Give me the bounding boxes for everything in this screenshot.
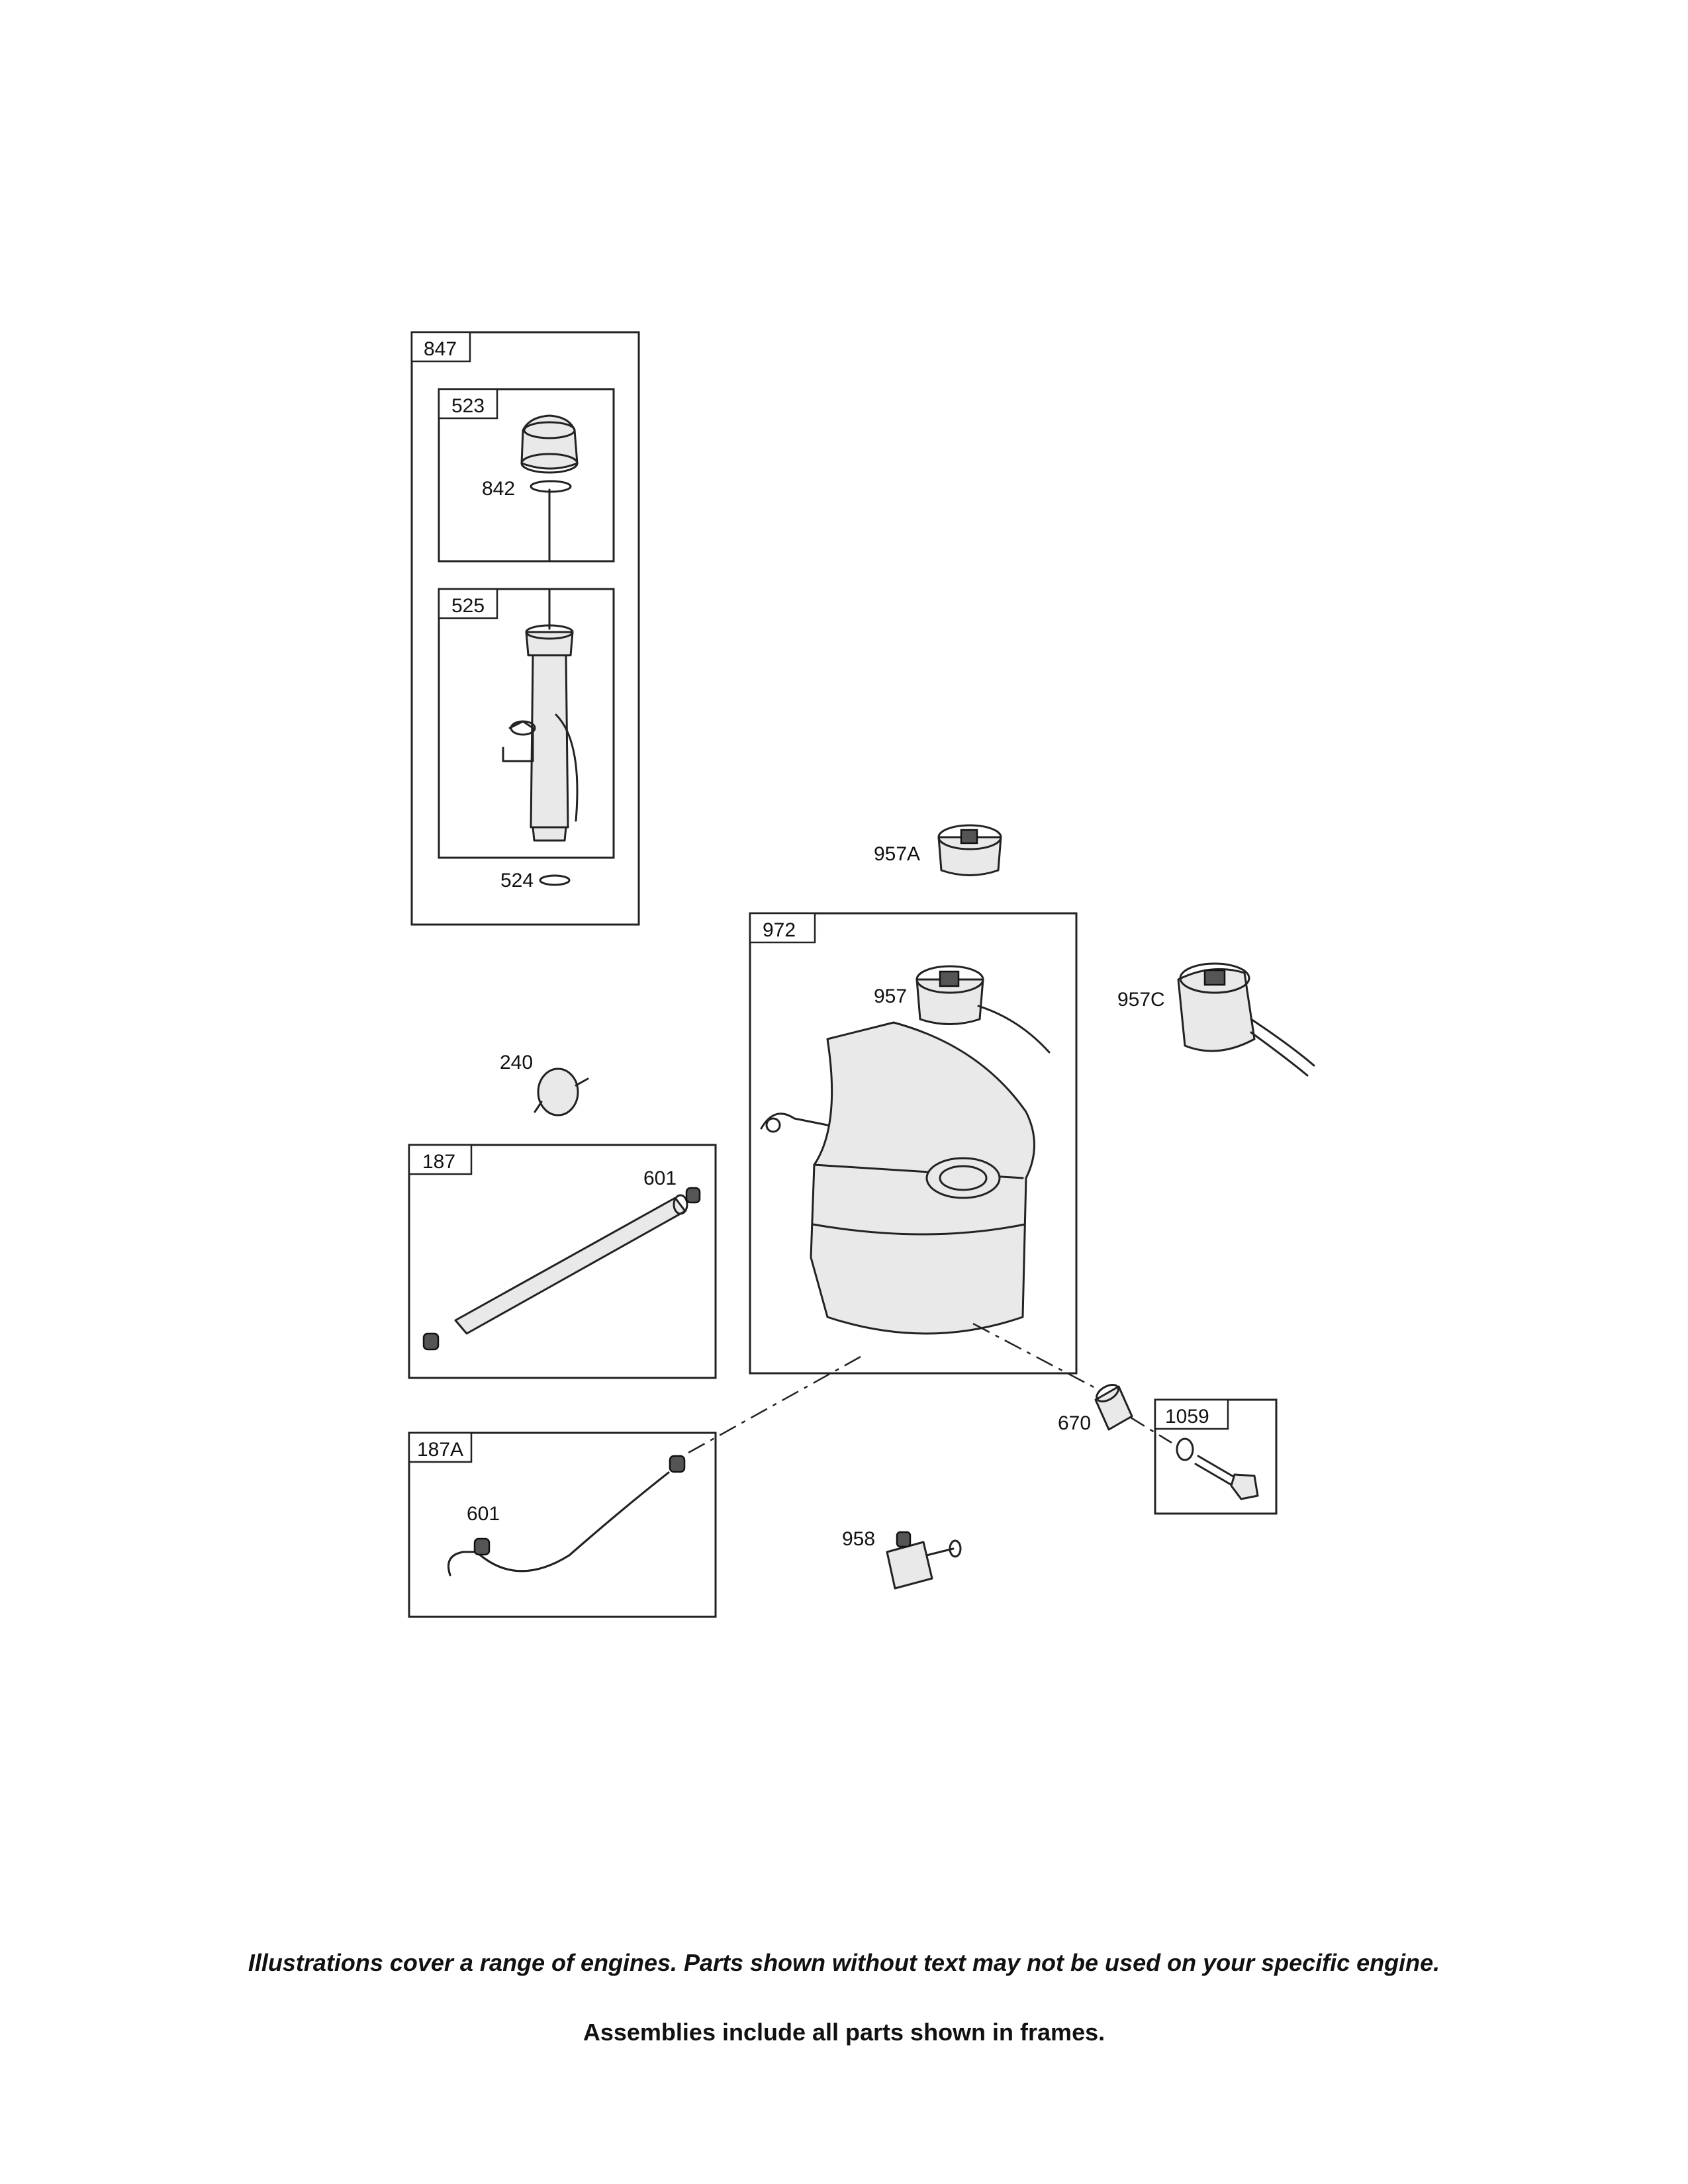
callout-957a: 957A	[874, 843, 920, 865]
frame-525: 525	[438, 588, 615, 859]
leader-line-spacer	[972, 1322, 1100, 1391]
frame-847: 847	[410, 331, 640, 926]
leader-line-bolt	[1128, 1415, 1172, 1444]
dipstick-cap-part	[520, 414, 579, 563]
frame-187a-label: 187A	[417, 1439, 463, 1461]
callout-957c: 957C	[1117, 989, 1165, 1011]
fuel-filter-240-part	[534, 1068, 589, 1116]
frame-523: 523	[438, 388, 615, 563]
note-assemblies-frames: Assemblies include all parts shown in fr…	[583, 2019, 1105, 2046]
callout-601-lower: 601	[467, 1503, 500, 1525]
callout-524: 524	[500, 870, 534, 891]
bolt-1059-part	[1176, 1437, 1259, 1500]
callout-670: 670	[1058, 1412, 1091, 1434]
callout-240: 240	[500, 1052, 533, 1073]
frame-187a: 187A	[408, 1432, 717, 1618]
note-illustrations-range: Illustrations cover a range of engines. …	[248, 1949, 1440, 1976]
leader-line-fuel-line	[688, 1355, 861, 1454]
frame-1059-label: 1059	[1165, 1406, 1209, 1428]
frame-972: 972	[749, 912, 1078, 1375]
frame-1059: 1059	[1154, 1398, 1278, 1515]
fuel-cap-957a-part	[937, 824, 1002, 876]
frame-847-label: 847	[424, 338, 457, 360]
callout-957: 957	[874, 985, 907, 1007]
spacer-670-part	[1094, 1384, 1133, 1431]
fuel-cap-957c-part	[1177, 962, 1315, 1077]
frame-972-label: 972	[763, 919, 796, 941]
dipstick-tube-part	[502, 588, 579, 842]
frame-525-label: 525	[451, 595, 485, 617]
callout-601-upper: 601	[643, 1167, 677, 1189]
fuel-cap-957-part	[915, 965, 1051, 1054]
fuel-line-187-part	[422, 1187, 701, 1351]
o-ring-part	[539, 874, 571, 886]
frame-187: 187	[408, 1144, 717, 1379]
frame-523-label: 523	[451, 395, 485, 417]
fuel-line-187a-part	[447, 1455, 686, 1576]
frame-187-label: 187	[422, 1151, 455, 1173]
shutoff-valve-958-part	[886, 1531, 962, 1590]
fuel-tank-part	[760, 1021, 1035, 1335]
callout-958: 958	[842, 1528, 875, 1550]
callout-842: 842	[482, 478, 515, 500]
